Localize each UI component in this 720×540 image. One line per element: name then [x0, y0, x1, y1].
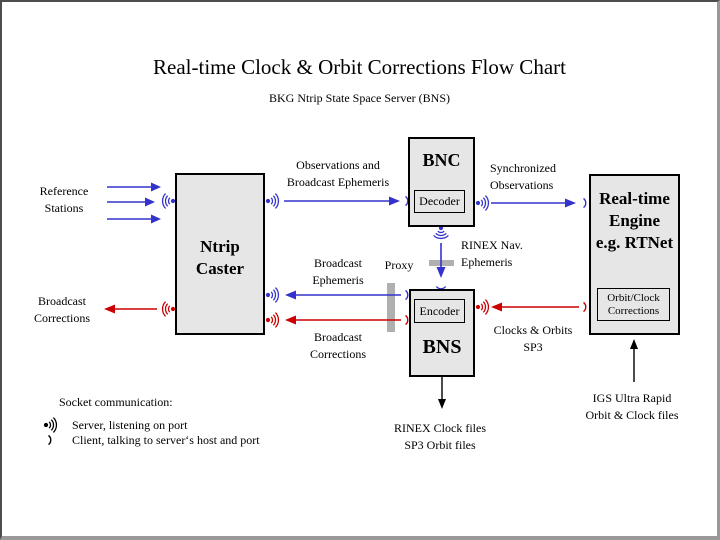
legend-client-socket-icon: [47, 434, 52, 446]
bnc-title: BNC: [422, 150, 461, 170]
rinex-clock-files-label: RINEX Clock files SP3 Orbit files: [394, 421, 486, 452]
server-socket-icon: [475, 194, 490, 212]
client-socket-icon: [582, 197, 587, 209]
igs-input-arrow: [630, 339, 638, 382]
realtime-engine-title: Real-time Engine e.g. RTNet: [595, 189, 674, 252]
observations-arrow: [284, 196, 400, 206]
server-socket-icon: [161, 300, 176, 318]
encoder-label: Encoder: [419, 303, 460, 318]
clocks-orbits-arrow: [491, 302, 579, 312]
ntrip-caster-title: Ntrip Caster: [195, 237, 245, 278]
page-subtitle: BKG Ntrip State Space Server (BNS): [269, 91, 450, 105]
synchronized-observations-label: Synchronized Observations: [490, 161, 556, 192]
server-socket-icon: [265, 286, 280, 304]
client-socket-icon: [582, 301, 587, 313]
decoder-box: Decoder: [414, 190, 465, 213]
synchronized-observations-arrow: [491, 198, 576, 208]
proxy-bar-horizontal: [429, 260, 454, 266]
server-socket-icon: [265, 311, 280, 329]
broadcast-ephemeris-arrow: [285, 290, 401, 300]
server-socket-icon: [265, 192, 280, 210]
rinex-nav-arrow: [436, 243, 446, 278]
client-socket-icon: [404, 314, 409, 326]
broadcast-corrections-left-label: Broadcast Corrections: [34, 294, 90, 325]
server-socket-icon: [161, 192, 176, 210]
client-socket-icon: [404, 289, 409, 301]
ntrip-caster-box: [175, 173, 265, 335]
server-socket-icon: [432, 225, 450, 240]
rinex-clock-files-arrow: [438, 377, 446, 409]
broadcast-corrections-mid-arrow: [285, 315, 401, 325]
broadcast-ephemeris-label: Broadcast Ephemeris: [312, 256, 364, 287]
encoder-box: Encoder: [414, 299, 465, 323]
rinex-nav-label: RINEX Nav. Ephemeris: [461, 238, 523, 269]
proxy-label: Proxy: [384, 258, 414, 272]
broadcast-corrections-mid-label: Broadcast Corrections: [310, 330, 366, 361]
legend-server-label: Server, listening on port: [72, 418, 188, 432]
igs-label: IGS Ultra Rapid Orbit & Clock files: [585, 391, 679, 422]
proxy-bar-vertical: [387, 283, 395, 332]
server-socket-icon: [475, 298, 490, 316]
orbit-clock-corrections-box: Orbit/Clock Corrections: [597, 288, 670, 321]
legend-server-socket-icon: [43, 416, 58, 434]
clocks-orbits-label: Clocks & Orbits SP3: [493, 323, 573, 354]
page-title: Real-time Clock & Orbit Corrections Flow…: [153, 55, 566, 79]
bns-title: BNS: [422, 336, 462, 358]
reference-stations-label: Reference Stations: [39, 184, 89, 215]
observations-label: Observations and Broadcast Ephemeris: [286, 158, 390, 189]
decoder-label: Decoder: [419, 194, 460, 208]
legend-client-label: Client, talking to server‘s host and por…: [72, 433, 260, 447]
legend-title: Socket communication:: [59, 395, 173, 409]
